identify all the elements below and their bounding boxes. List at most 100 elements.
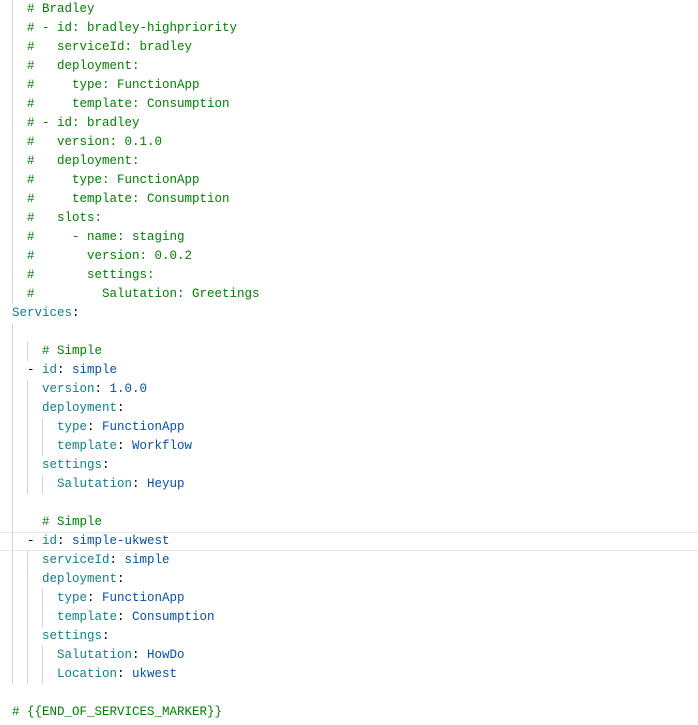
code-line[interactable]: # Simple — [0, 342, 698, 361]
code-line[interactable]: # deployment: — [0, 57, 698, 76]
code-line[interactable]: # {{END_OF_SERVICES_MARKER}} — [0, 703, 698, 722]
code-line[interactable]: type: FunctionApp — [0, 418, 698, 437]
code-line[interactable]: # type: FunctionApp — [0, 171, 698, 190]
code-line[interactable]: deployment: — [0, 570, 698, 589]
line-content: Services: — [12, 304, 80, 323]
line-content: serviceId: simple — [42, 551, 170, 570]
code-line[interactable]: settings: — [0, 456, 698, 475]
punctuation-token: : — [57, 363, 73, 377]
code-line[interactable]: # version: 0.1.0 — [0, 133, 698, 152]
punctuation-token: : — [132, 648, 148, 662]
line-content: deployment: — [42, 570, 125, 589]
code-line[interactable]: Salutation: Heyup — [0, 475, 698, 494]
punctuation-token: : — [87, 420, 103, 434]
value-token: FunctionApp — [102, 591, 185, 605]
code-line[interactable]: # version: 0.0.2 — [0, 247, 698, 266]
line-content: settings: — [42, 627, 110, 646]
comment-token: # type: FunctionApp — [27, 78, 200, 92]
code-line[interactable]: Services: — [0, 304, 698, 323]
line-content: # - id: bradley — [27, 114, 140, 133]
line-content: # Salutation: Greetings — [27, 285, 260, 304]
line-content: # Simple — [42, 513, 102, 532]
comment-token: # - name: staging — [27, 230, 185, 244]
value-token: HowDo — [147, 648, 185, 662]
code-line[interactable]: Salutation: HowDo — [0, 646, 698, 665]
punctuation-token: : — [57, 534, 73, 548]
code-line[interactable] — [0, 494, 698, 513]
code-line[interactable]: version: 1.0.0 — [0, 380, 698, 399]
value-token: Workflow — [132, 439, 193, 453]
line-content: # type: FunctionApp — [27, 171, 200, 190]
indent-guide — [42, 475, 43, 494]
key-token: type — [57, 591, 88, 605]
indent-guide — [42, 589, 43, 627]
value-token: simple — [124, 553, 170, 567]
punctuation-token: : — [109, 553, 125, 567]
indent-guide — [42, 646, 43, 684]
code-line[interactable]: deployment: — [0, 399, 698, 418]
comment-token: # version: 0.0.2 — [27, 249, 193, 263]
punctuation-token: - — [27, 363, 43, 377]
code-line[interactable]: # Simple — [0, 513, 698, 532]
code-line[interactable]: # - id: bradley — [0, 114, 698, 133]
comment-token: # - id: bradley — [27, 116, 140, 130]
code-line[interactable]: # settings: — [0, 266, 698, 285]
line-content: template: Consumption — [57, 608, 215, 627]
key-token: Location — [57, 667, 118, 681]
code-line[interactable]: - id: simple — [0, 361, 698, 380]
code-line[interactable]: # - name: staging — [0, 228, 698, 247]
line-content: # {{END_OF_SERVICES_MARKER}} — [12, 703, 222, 722]
line-content: # type: FunctionApp — [27, 76, 200, 95]
code-line[interactable]: # - id: bradley-highpriority — [0, 19, 698, 38]
comment-token: # - id: bradley-highpriority — [27, 21, 238, 35]
comment-token: # Simple — [42, 344, 103, 358]
line-content: Salutation: HowDo — [57, 646, 185, 665]
comment-token: # serviceId: bradley — [27, 40, 193, 54]
line-content: # template: Consumption — [27, 95, 230, 114]
code-line[interactable]: template: Consumption — [0, 608, 698, 627]
code-line[interactable]: serviceId: simple — [0, 551, 698, 570]
code-line[interactable]: # template: Consumption — [0, 190, 698, 209]
line-content: # version: 0.0.2 — [27, 247, 192, 266]
key-token: Services — [12, 306, 73, 320]
indent-guide — [12, 0, 13, 304]
key-token: deployment — [42, 572, 118, 586]
code-line[interactable]: # slots: — [0, 209, 698, 228]
code-line[interactable]: # template: Consumption — [0, 95, 698, 114]
line-content: Location: ukwest — [57, 665, 177, 684]
line-content: # template: Consumption — [27, 190, 230, 209]
code-line[interactable]: # serviceId: bradley — [0, 38, 698, 57]
indent-guide — [42, 418, 43, 456]
code-line[interactable]: Location: ukwest — [0, 665, 698, 684]
code-line[interactable]: template: Workflow — [0, 437, 698, 456]
punctuation-token: : — [87, 591, 103, 605]
comment-token: # Bradley — [27, 2, 95, 16]
code-line[interactable]: # type: FunctionApp — [0, 76, 698, 95]
value-token: FunctionApp — [102, 420, 185, 434]
comment-token: # settings: — [27, 268, 155, 282]
line-content: version: 1.0.0 — [42, 380, 147, 399]
line-content: # deployment: — [27, 152, 140, 171]
line-content: type: FunctionApp — [57, 418, 185, 437]
comment-token: # deployment: — [27, 59, 140, 73]
line-content: # - id: bradley-highpriority — [27, 19, 237, 38]
code-line-current[interactable]: - id: simple-ukwest — [0, 532, 698, 551]
code-line[interactable] — [0, 323, 698, 342]
key-token: deployment — [42, 401, 118, 415]
punctuation-token: : — [102, 458, 110, 472]
punctuation-token: : — [94, 382, 110, 396]
code-line[interactable]: # Bradley — [0, 0, 698, 19]
code-line[interactable]: settings: — [0, 627, 698, 646]
line-content: settings: — [42, 456, 110, 475]
punctuation-token: : — [117, 401, 125, 415]
punctuation-token: : — [102, 629, 110, 643]
comment-token: # Simple — [42, 515, 103, 529]
punctuation-token: : — [117, 439, 133, 453]
key-token: type — [57, 420, 88, 434]
code-line[interactable]: # deployment: — [0, 152, 698, 171]
code-line[interactable]: type: FunctionApp — [0, 589, 698, 608]
code-line[interactable] — [0, 684, 698, 703]
line-content: Salutation: Heyup — [57, 475, 185, 494]
code-line[interactable]: # Salutation: Greetings — [0, 285, 698, 304]
punctuation-token: - — [27, 534, 43, 548]
